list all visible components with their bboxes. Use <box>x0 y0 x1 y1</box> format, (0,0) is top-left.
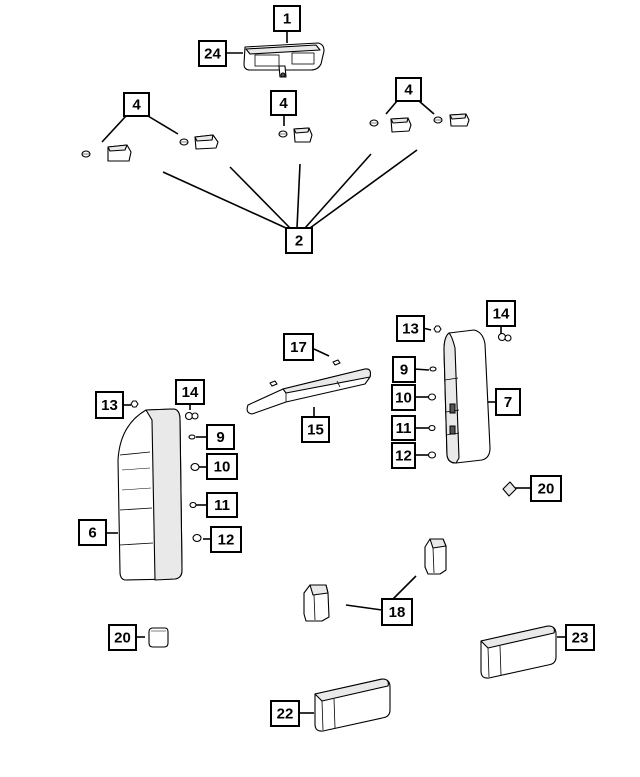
callout-label: 15 <box>307 422 324 439</box>
right-tail-lamp <box>443 329 491 464</box>
callout-label: 23 <box>572 630 589 647</box>
callout-4-center: 4 <box>270 90 297 116</box>
callout-13-left: 13 <box>95 391 124 419</box>
callout-label: 22 <box>277 706 294 723</box>
callout-label: 9 <box>216 429 224 446</box>
callout-label: 12 <box>218 532 235 549</box>
callout-20-right: 20 <box>530 475 562 502</box>
callout-label: 4 <box>404 82 413 99</box>
callout-label: 2 <box>295 233 303 250</box>
rectangular-lamps <box>314 625 557 732</box>
callout-label: 10 <box>395 390 412 407</box>
callout-12-left: 12 <box>210 526 242 553</box>
callout-22: 22 <box>270 700 300 727</box>
callout-label: 1 <box>283 11 291 28</box>
callout-label: 9 <box>400 362 408 379</box>
callout-10-left: 10 <box>206 453 238 480</box>
reflectors <box>148 481 517 648</box>
callout-9-left: 9 <box>206 424 235 450</box>
callout-label: 4 <box>279 95 288 112</box>
callout-label: 18 <box>389 604 406 621</box>
callout-4-left: 4 <box>123 92 150 117</box>
callout-13-right: 13 <box>396 315 425 342</box>
callout-9-right: 9 <box>392 356 416 383</box>
callout-label: 10 <box>214 459 231 476</box>
callout-label: 24 <box>204 46 221 63</box>
callout-14-left: 14 <box>175 379 205 405</box>
right-fasteners <box>427 325 512 459</box>
callout-label: 4 <box>132 97 141 114</box>
callout-17: 17 <box>283 333 314 361</box>
callout-label: 6 <box>88 525 96 542</box>
callout-24: 24 <box>198 40 227 67</box>
callout-11-left: 11 <box>206 492 238 518</box>
callout-label: 11 <box>214 497 230 514</box>
overhead-lamp-assembly <box>243 42 325 78</box>
callout-7: 7 <box>495 388 521 416</box>
callout-label: 7 <box>504 394 512 411</box>
callout-label: 11 <box>396 420 412 437</box>
callouts: 1 24 4 4 4 2 14 13 17 9 10 <box>78 5 595 727</box>
small-lamps <box>303 538 447 622</box>
callout-label: 14 <box>493 306 510 323</box>
callout-14-right: 14 <box>486 300 516 327</box>
callout-6: 6 <box>78 519 107 546</box>
clearance-lamps <box>81 113 470 162</box>
callout-20-left: 20 <box>108 624 137 651</box>
callout-label: 12 <box>395 448 412 465</box>
callout-label: 14 <box>182 384 199 401</box>
callout-1: 1 <box>273 5 301 32</box>
leader-lines <box>101 31 566 714</box>
callout-18: 18 <box>381 598 413 626</box>
center-high-mount-lamp <box>246 359 371 415</box>
callout-2: 2 <box>285 227 313 254</box>
callout-label: 13 <box>402 321 419 338</box>
left-fasteners <box>130 400 202 543</box>
callout-label: 20 <box>114 630 131 647</box>
callout-label: 20 <box>538 481 555 498</box>
callout-4-right: 4 <box>395 77 422 102</box>
callout-10-right: 10 <box>391 384 416 411</box>
callout-label: 17 <box>290 339 307 356</box>
callout-label: 13 <box>101 397 118 414</box>
callout-15: 15 <box>301 416 330 443</box>
callout-23: 23 <box>565 624 595 651</box>
left-tail-lamp <box>117 408 183 581</box>
callout-11-right: 11 <box>391 415 416 441</box>
callout-12-right: 12 <box>391 442 416 469</box>
